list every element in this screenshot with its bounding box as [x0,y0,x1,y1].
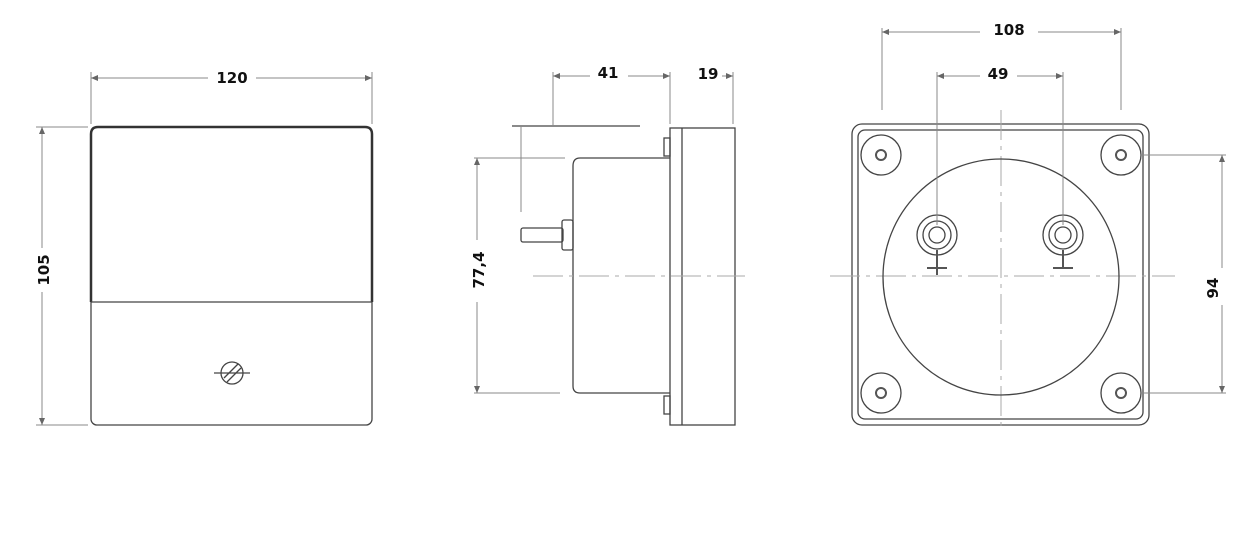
side-view: 41 19 77,4 [470,64,745,426]
meter-body-outline [882,158,1120,396]
depth-label: 41 [598,64,619,82]
front-height-label: 105 [35,254,53,285]
bezel-depth-label: 19 [698,65,719,83]
terminal-nut [561,219,574,251]
mounting-hole-icon [860,134,1142,414]
terminal-spacing-label: 49 [988,65,1009,83]
terminal-stud [520,227,564,243]
body-height-label: 77,4 [470,251,488,288]
mount-width-label: 108 [993,21,1024,39]
front-housing [90,126,373,426]
terminal-icon [916,214,1084,275]
zero-adjust-knob-icon [214,361,250,385]
mount-height-label: 94 [1204,278,1222,299]
front-width-label: 120 [216,69,247,87]
front-view: 120 105 [35,69,374,426]
back-view: 108 49 94 [830,21,1226,430]
